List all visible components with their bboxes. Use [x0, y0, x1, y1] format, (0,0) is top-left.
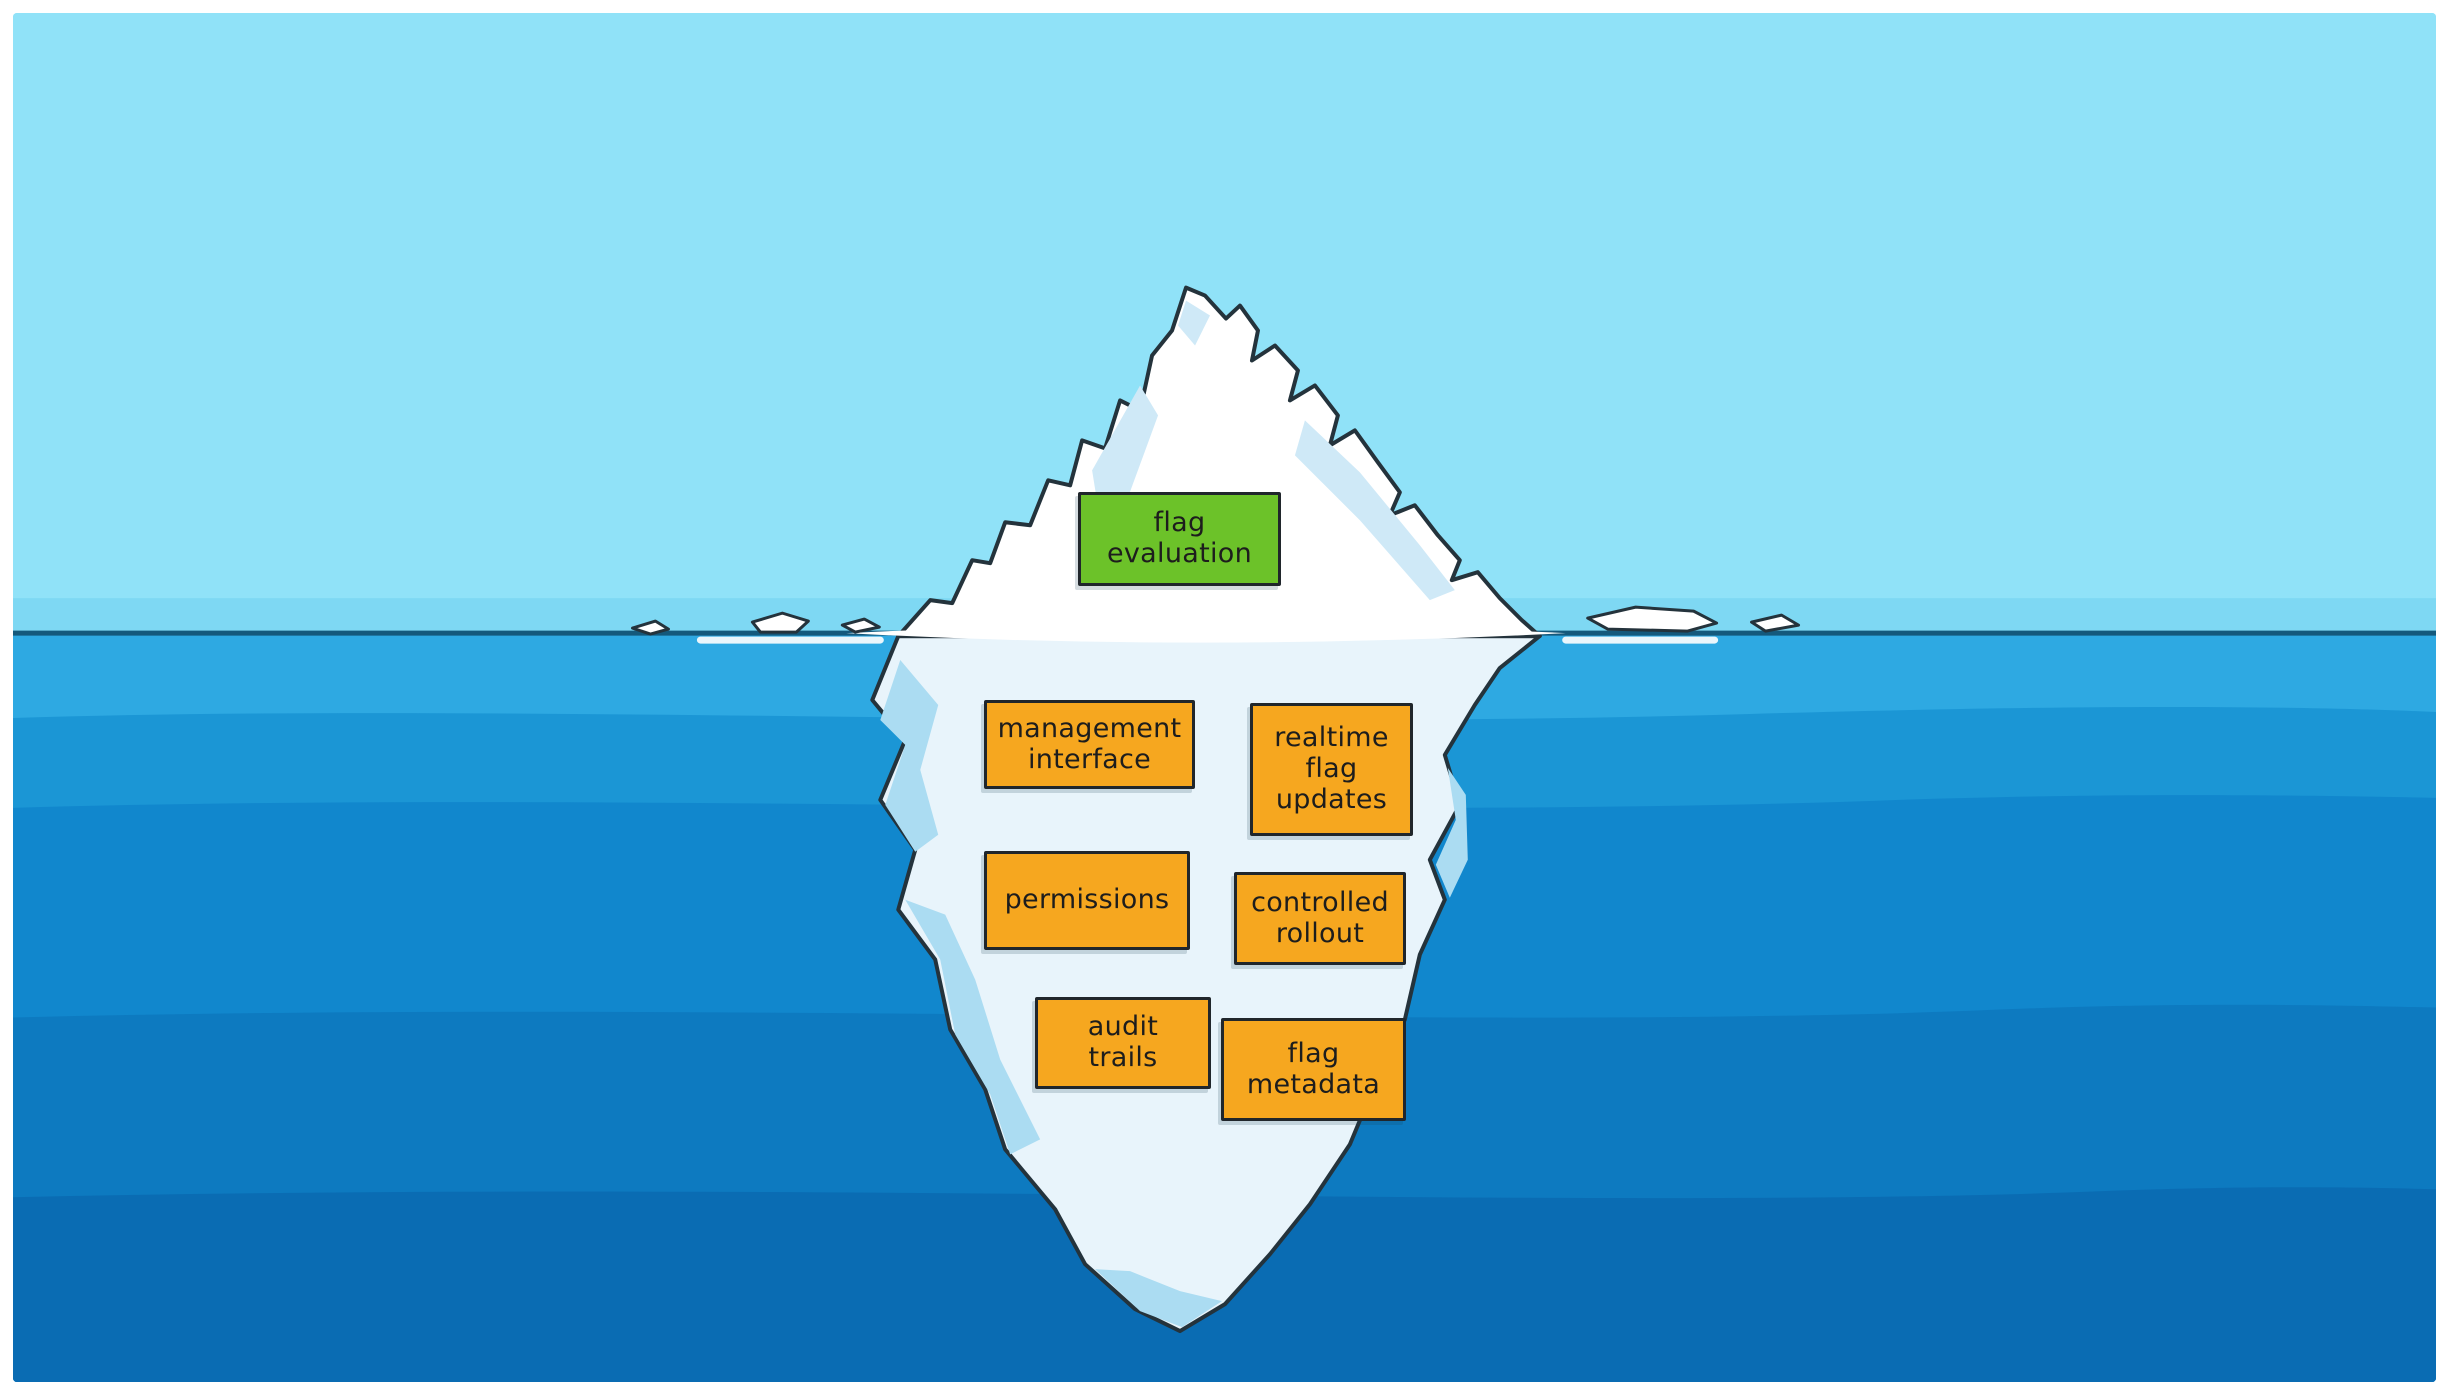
iceberg-scene-illustration [13, 13, 2436, 1382]
iceberg-below-shade-right [1435, 767, 1468, 898]
ice-floe-right-large [1586, 605, 1719, 633]
ice-floe-right-small [1750, 613, 1801, 633]
iceberg-above-water [896, 285, 1542, 639]
ice-floe-left-medium [750, 611, 810, 634]
ice-floe-left-small [630, 619, 670, 636]
waterline-foam [846, 624, 1566, 643]
iceberg-below-shade-bottom [1095, 1269, 1223, 1328]
iceberg-above-shade-right [1294, 420, 1455, 601]
iceberg-below-shade-left-lower [905, 899, 1041, 1155]
iceberg-above-shade-summit [1178, 300, 1211, 346]
illustration-stage [13, 13, 2436, 1382]
iceberg-above-shade-left [1092, 385, 1159, 521]
ice-floe-left-tiny [840, 617, 881, 634]
iceberg-below-shade-left [880, 660, 939, 852]
